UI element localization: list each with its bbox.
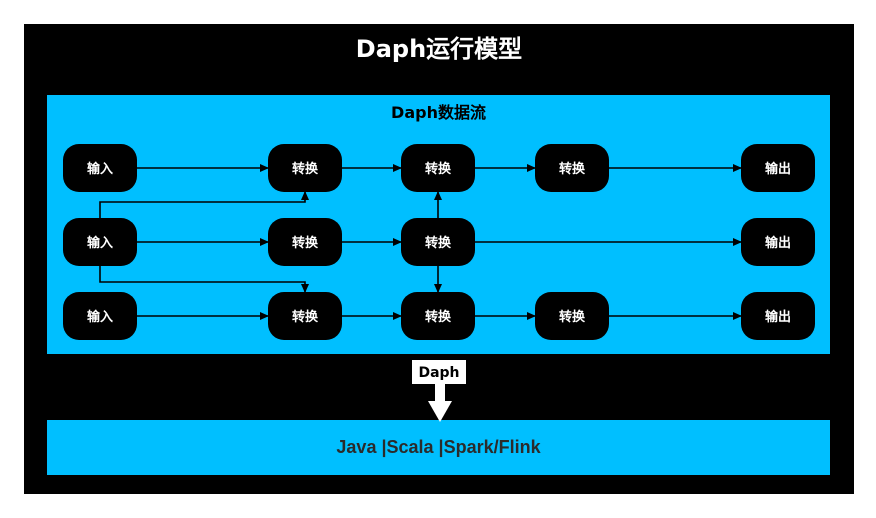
node-t3a: 转换 [268, 292, 342, 340]
node-label: 输出 [765, 235, 791, 251]
node-box [268, 218, 342, 266]
node-box [401, 144, 475, 192]
node-label: 输出 [765, 309, 791, 325]
node-t1a: 转换 [268, 144, 342, 192]
node-box [63, 144, 137, 192]
node-label: 输出 [765, 161, 791, 177]
daph-connector: Daph [412, 360, 466, 422]
node-box [63, 218, 137, 266]
node-t2a: 转换 [268, 218, 342, 266]
daph-connector-label-box [412, 360, 466, 384]
node-label: 输入 [87, 235, 113, 251]
platform-label: Java |Scala |Spark/Flink [336, 437, 541, 457]
node-box [63, 292, 137, 340]
node-label: 转换 [425, 235, 452, 251]
node-out1: 输出 [741, 144, 815, 192]
node-out3: 输出 [741, 292, 815, 340]
node-label: 转换 [292, 235, 319, 251]
node-box [535, 292, 609, 340]
edge-in2-to-t1a [99, 191, 309, 218]
node-label: 转换 [425, 161, 452, 177]
node-box [401, 292, 475, 340]
node-label: 转换 [559, 309, 586, 325]
node-in3: 输入 [63, 292, 137, 340]
node-t1b: 转换 [401, 144, 475, 192]
dataflow-title: Daph数据流 [391, 103, 486, 122]
node-label: 转换 [292, 161, 319, 177]
node-in1: 输入 [63, 144, 137, 192]
node-box [741, 292, 815, 340]
daph-connector-arrowhead [428, 401, 452, 422]
node-in2: 输入 [63, 218, 137, 266]
node-box [535, 144, 609, 192]
edge-in2-to-t3a [99, 266, 309, 293]
node-label: 输入 [87, 309, 113, 325]
edges-layer [99, 164, 742, 320]
node-label: 转换 [559, 161, 586, 177]
node-out2: 输出 [741, 218, 815, 266]
daph-connector-label: Daph [418, 365, 459, 381]
node-box [268, 144, 342, 192]
nodes-layer: 输入转换转换转换输出输入转换转换输出输入转换转换转换输出 [63, 144, 815, 340]
daph-connector-shaft [435, 384, 445, 402]
node-box [741, 218, 815, 266]
node-t1c: 转换 [535, 144, 609, 192]
platform-panel: Java |Scala |Spark/Flink [47, 420, 830, 475]
diagram-title: Daph运行模型 [355, 34, 523, 63]
node-box [401, 218, 475, 266]
node-label: 转换 [292, 309, 319, 325]
node-t3c: 转换 [535, 292, 609, 340]
node-t2b: 转换 [401, 218, 475, 266]
node-label: 输入 [87, 161, 113, 177]
node-label: 转换 [425, 309, 452, 325]
node-t3b: 转换 [401, 292, 475, 340]
node-box [741, 144, 815, 192]
node-box [268, 292, 342, 340]
